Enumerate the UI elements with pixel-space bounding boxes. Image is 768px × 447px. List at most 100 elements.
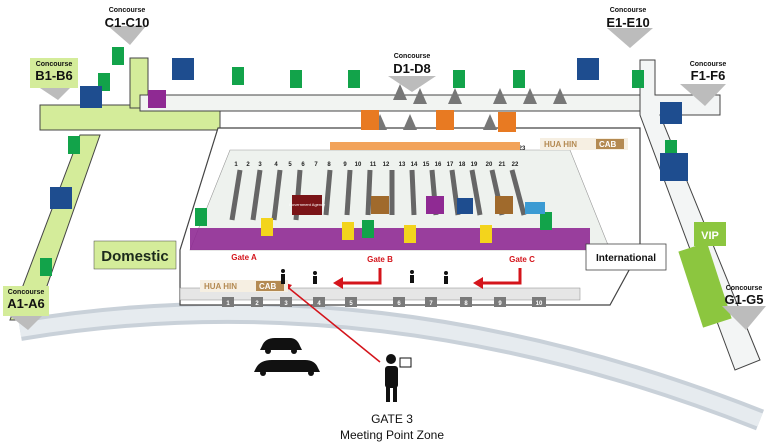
- domestic-label: Domestic: [101, 248, 169, 265]
- counter-number: 9: [343, 162, 347, 168]
- door-number: 10: [536, 301, 543, 307]
- concourse-e-label: Concourse: [610, 7, 647, 14]
- toilet-icon: [232, 67, 244, 85]
- counter-number: 20: [486, 162, 493, 168]
- flight-icon: [457, 198, 473, 214]
- door-number: 6: [397, 301, 401, 307]
- counter-number: 8: [327, 162, 331, 168]
- counter-number: 23: [519, 146, 526, 152]
- concourse-efg-building: [639, 59, 761, 371]
- counter-number: 18: [459, 162, 466, 168]
- toilet-icon: [348, 70, 360, 88]
- counter-number: 10: [355, 162, 362, 168]
- counter-number: 17: [447, 162, 454, 168]
- toilet-icon: [453, 70, 465, 88]
- concourse-a-code: A1-A6: [7, 296, 45, 311]
- toilet-icon: [540, 212, 552, 230]
- concourse-pin-b: Concourse B1-B6: [30, 58, 78, 100]
- door-number: 7: [429, 301, 433, 307]
- counter-number: 15: [423, 162, 430, 168]
- vip-label: VIP: [701, 230, 719, 242]
- cab-label-bottom: CAB: [259, 282, 277, 291]
- counter-number: 7: [314, 162, 318, 168]
- elevator-icon: [342, 222, 354, 240]
- car-icon: [260, 338, 302, 354]
- concourse-d-code: D1-D8: [393, 61, 431, 76]
- flight-icon: [660, 102, 682, 124]
- concourse-b-code: B1-B6: [35, 68, 73, 83]
- toilet-icons: [40, 47, 677, 276]
- counter-number: 14: [411, 162, 418, 168]
- toilet-icon: [112, 47, 124, 65]
- orange-service-icon: [436, 110, 454, 130]
- elevator-icon: [404, 225, 416, 243]
- meeting-point-pointer: [284, 284, 381, 363]
- concourse-a-label: Concourse: [8, 289, 45, 296]
- government-agency-label: Government Agency: [289, 202, 325, 207]
- concourse-pin-a: Concourse A1-A6: [3, 286, 49, 330]
- counter-number: 11: [370, 162, 377, 168]
- toilet-icon: [362, 220, 374, 238]
- shop-row: [330, 142, 520, 150]
- concourse-pin-e: Concourse E1-E10: [606, 7, 653, 48]
- restaurant-icon: [148, 90, 166, 108]
- concourse-e-code: E1-E10: [606, 15, 649, 30]
- concourse-pin-f: Concourse F1-F6: [680, 61, 726, 106]
- door-number: 2: [255, 301, 259, 307]
- toilet-icon: [632, 70, 644, 88]
- vip-strip: [678, 242, 732, 328]
- counter-number: 13: [399, 162, 406, 168]
- concourse-d-label: Concourse: [394, 53, 431, 60]
- flight-icon: [80, 86, 102, 108]
- government-agency-box: [292, 195, 322, 215]
- counter-number: 6: [301, 162, 305, 168]
- hua-hin-label-top: HUA HIN: [544, 140, 577, 149]
- info-icon: [525, 202, 545, 214]
- flight-icon: [172, 58, 194, 80]
- shopping-cart-icon: [426, 196, 444, 214]
- door-number: 4: [317, 301, 321, 307]
- cab-label-top: CAB: [599, 140, 617, 149]
- traveler-icons: [281, 269, 448, 284]
- orange-service-icon: [361, 110, 379, 130]
- counter-number: 12: [383, 162, 390, 168]
- door-number: 8: [464, 301, 468, 307]
- direction-arrow: [340, 268, 382, 285]
- door-number: 3: [284, 301, 288, 307]
- limousine-icon: [254, 360, 320, 376]
- meeting-zone-label: Meeting Point Zone: [340, 428, 444, 442]
- concourse-f-code: F1-F6: [691, 68, 726, 83]
- arrow-head: [333, 277, 343, 289]
- hua-hin-label-bottom: HUA HIN: [204, 282, 237, 291]
- arrow-head: [473, 277, 483, 289]
- direction-arrow: [480, 268, 522, 285]
- counter-number: 1: [234, 162, 238, 168]
- counter-number: 4: [274, 162, 278, 168]
- meeting-gate-label: GATE 3: [371, 412, 413, 426]
- toilet-icon: [68, 136, 80, 154]
- flight-icon: [50, 187, 72, 209]
- counter-number: 22: [512, 162, 519, 168]
- toilet-icon: [513, 70, 525, 88]
- cab-box-top: [596, 139, 624, 149]
- service-icons: [148, 90, 545, 214]
- door-numbers: [222, 297, 546, 307]
- door-number: 9: [498, 301, 502, 307]
- concourse-g-code: G1-G5: [724, 292, 763, 307]
- concourse-c-code: C1-C10: [105, 15, 150, 30]
- brown-service-icon: [371, 196, 389, 214]
- gate-b-label: Gate B: [367, 255, 393, 264]
- flight-icon: [660, 153, 688, 181]
- gate-c-label: Gate C: [509, 255, 535, 264]
- concourse-f-label: Concourse: [690, 61, 727, 68]
- toilet-icon: [40, 258, 52, 276]
- brown-service-icon: [495, 196, 513, 214]
- vip-box: [694, 222, 726, 246]
- elevator-icon: [480, 225, 492, 243]
- cab-box-bottom: [256, 281, 284, 291]
- flight-icon: [577, 58, 599, 80]
- domestic-box: [93, 240, 177, 270]
- road-edge: [18, 305, 763, 427]
- door-number: 1: [226, 301, 230, 307]
